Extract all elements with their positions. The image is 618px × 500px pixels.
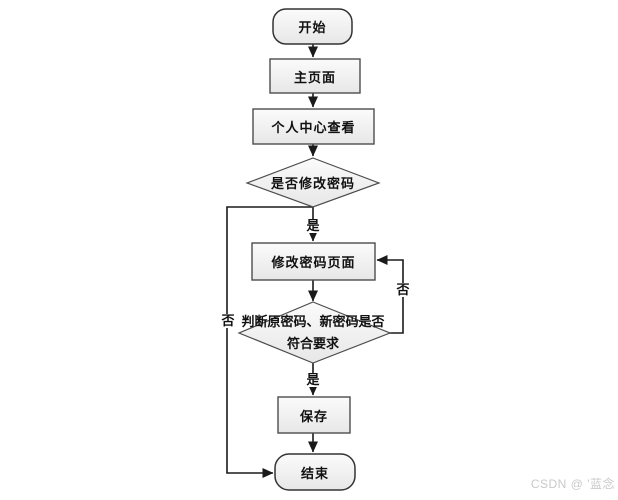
decision-password-valid-label: 判断原密码、新密码是否 符合要求 — [223, 311, 403, 355]
end-node-label: 结束 — [300, 465, 329, 481]
edge-label-decision1-yes: 是 — [304, 218, 322, 233]
modify-password-page-node — [251, 242, 376, 281]
csdn-watermark: CSDN @ '蓝念 — [530, 477, 615, 491]
edge-label-decision2-yes: 是 — [304, 372, 322, 387]
edge-label-decision2-no: 否 — [394, 282, 412, 297]
decision-modify-password-label: 是否修改密码 — [270, 176, 355, 191]
decision-password-valid-label-line2: 符合要求 — [286, 336, 339, 351]
modify-password-page-label: 修改密码页面 — [271, 255, 356, 270]
main-page-node-label: 主页面 — [293, 69, 336, 85]
personal-center-node-label: 个人中心查看 — [271, 120, 356, 135]
edge-label-decision1-no: 否 — [219, 313, 237, 328]
personal-center-node — [252, 108, 375, 145]
start-node-label: 开始 — [298, 20, 327, 35]
decision-password-valid-label-line1: 判断原密码、新密码是否 — [241, 314, 385, 329]
main-page-node — [269, 58, 361, 94]
save-node-label: 保存 — [299, 408, 328, 424]
start-node — [272, 8, 353, 45]
decision-password-valid-node — [237, 301, 392, 364]
decision-modify-password-node — [245, 157, 381, 208]
save-node — [277, 396, 351, 434]
edge-decision1-no-to-end — [226, 206, 313, 478]
end-node — [274, 453, 356, 491]
